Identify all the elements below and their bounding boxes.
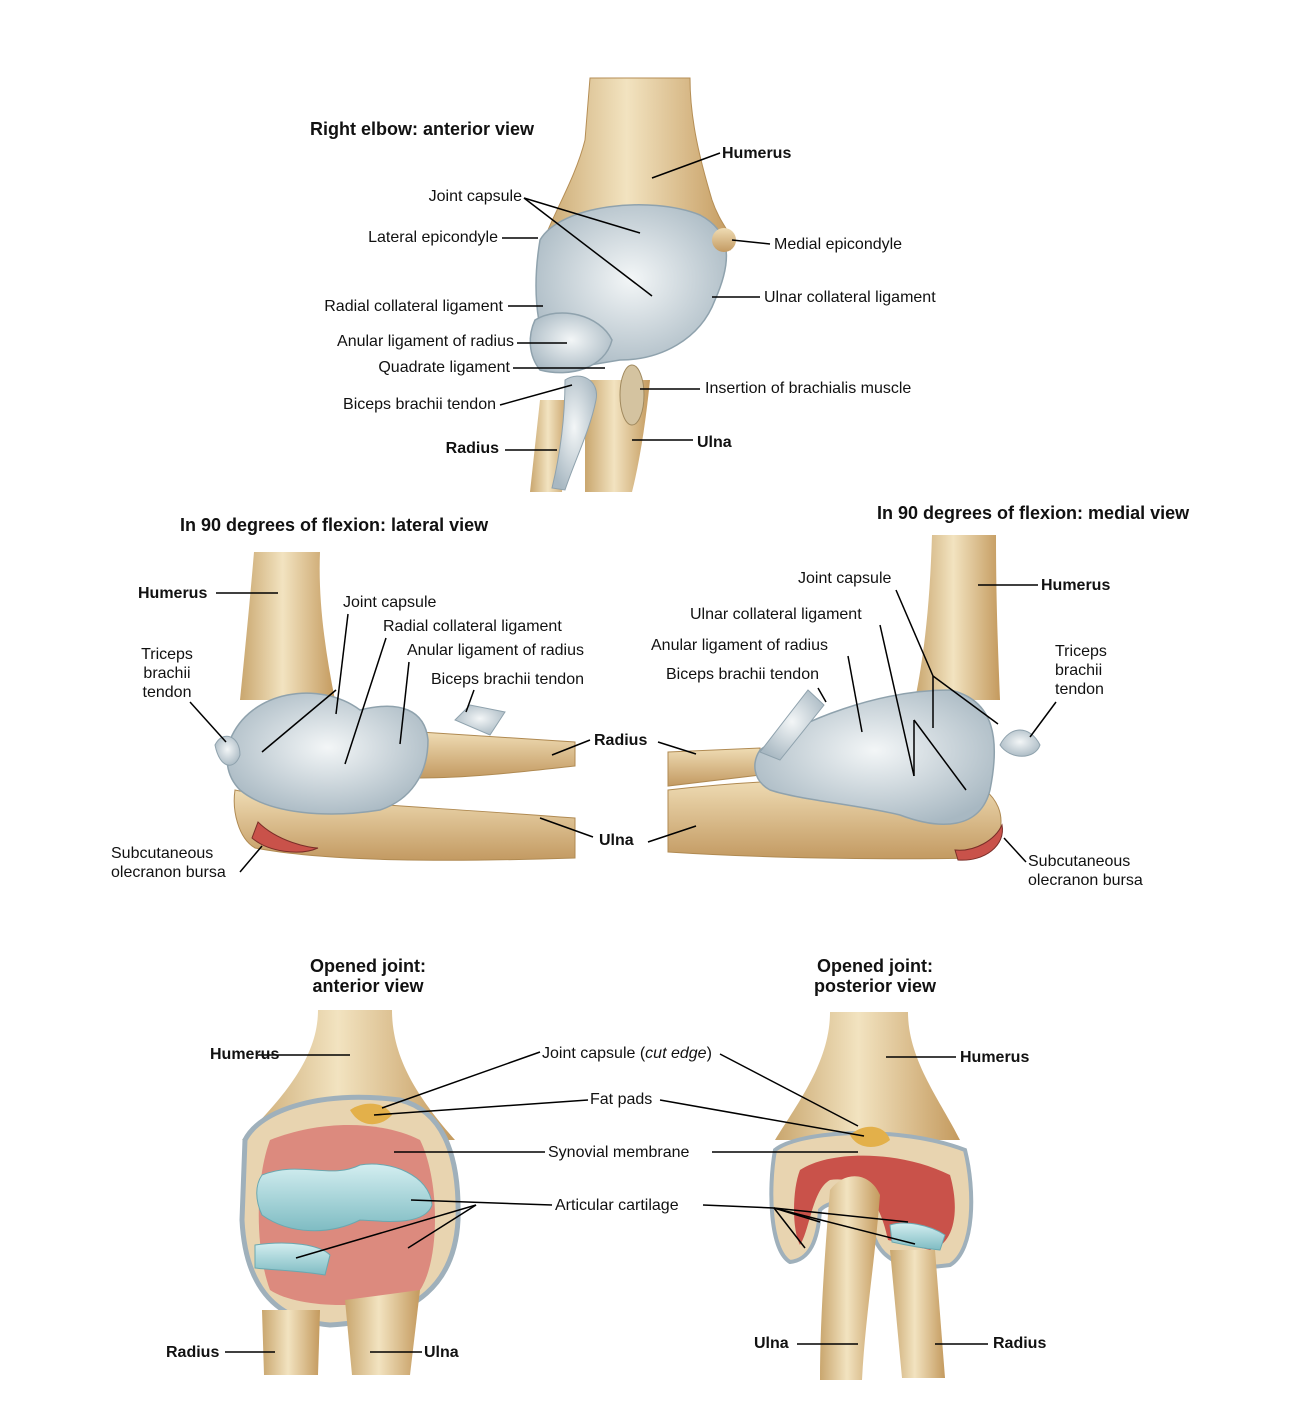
joint-capsule-cut-italic: cut edge (645, 1045, 707, 1062)
lateral-view-illustration (214, 552, 576, 861)
label-radius-opened-anterior: Radius (166, 1344, 220, 1361)
label-radius-middle: Radius (594, 732, 648, 749)
label-radius-top: Radius (445, 440, 499, 457)
radius-shaft-lateral (419, 731, 576, 779)
joint-capsule-cut-suffix: ) (706, 1045, 712, 1062)
label-radius-opened-posterior: Radius (993, 1335, 1047, 1352)
label-radial-collateral-lateral: Radial collateral ligament (383, 618, 562, 635)
lateral-view-title: In 90 degrees of flexion: lateral view (180, 515, 489, 535)
joint-capsule-cut-prefix: Joint capsule ( (542, 1045, 646, 1062)
opened-posterior-title-2: posterior view (813, 976, 937, 996)
fat-pad-opened-anterior (350, 1103, 392, 1125)
label-triceps-medial-3: tendon (1055, 681, 1104, 698)
label-triceps-lateral-1: Triceps (141, 646, 193, 663)
label-ulnar-collateral-medial: Ulnar collateral ligament (690, 606, 862, 623)
label-bursa-lateral-2: olecranon bursa (111, 864, 226, 881)
label-biceps-lateral: Biceps brachii tendon (431, 671, 584, 688)
label-quadrate: Quadrate ligament (378, 359, 510, 376)
humerus-shaft-lateral (240, 552, 335, 700)
ulna-opened-anterior (345, 1290, 420, 1375)
label-lateral-epicondyle: Lateral epicondyle (368, 229, 498, 246)
radius-shaft-medial (667, 747, 761, 787)
label-humerus-opened-anterior: Humerus (210, 1046, 280, 1063)
lateral-view-leaders (189, 592, 594, 873)
ligament-mass-medial (754, 689, 996, 825)
opened-posterior-illustration (769, 1012, 974, 1380)
label-joint-capsule-medial: Joint capsule (798, 570, 892, 587)
radius-opened-posterior (890, 1250, 945, 1378)
anular-ligament-shape (529, 312, 613, 374)
triceps-tendon-medial (999, 729, 1041, 757)
label-ulna-middle: Ulna (599, 832, 634, 849)
opened-anterior-illustration (239, 1010, 461, 1375)
medial-view-title: In 90 degrees of flexion: medial view (877, 503, 1190, 523)
label-biceps-top: Biceps brachii tendon (343, 396, 496, 413)
olecranon-bursa-lateral (251, 821, 319, 853)
label-anular-top: Anular ligament of radius (337, 333, 514, 350)
anterior-view-title: Right elbow: anterior view (310, 119, 535, 139)
ligament-mass-lateral (226, 692, 429, 815)
label-fat-pads: Fat pads (590, 1091, 653, 1108)
label-triceps-medial-1: Triceps (1055, 643, 1107, 660)
brachialis-insertion-shape (619, 364, 645, 426)
opened-anterior-title-2: anterior view (312, 976, 424, 996)
ulna-opened-posterior (820, 1176, 880, 1380)
label-ulna-opened-posterior: Ulna (754, 1335, 789, 1352)
medial-epicondyle-shape (712, 228, 736, 252)
label-humerus-top: Humerus (722, 145, 792, 162)
humerus-opened-posterior (775, 1012, 960, 1140)
humerus-shaft-medial (915, 535, 1000, 700)
label-triceps-medial-2: brachii (1055, 662, 1103, 679)
label-ulnar-collateral-top: Ulnar collateral ligament (764, 289, 936, 306)
label-biceps-medial: Biceps brachii tendon (666, 666, 819, 683)
label-triceps-lateral-2: brachii (143, 665, 191, 682)
label-ulna-top: Ulna (697, 434, 732, 451)
label-ulna-opened-anterior: Ulna (424, 1344, 459, 1361)
opened-posterior-leaders (659, 1053, 988, 1345)
label-medial-epicondyle: Medial epicondyle (774, 236, 903, 253)
label-triceps-lateral-3: tendon (142, 684, 192, 701)
medial-view-leaders (647, 584, 1057, 863)
biceps-tendon-medial (759, 689, 825, 761)
label-humerus-lateral: Humerus (138, 585, 208, 602)
anterior-view-leaders (499, 152, 771, 451)
label-bursa-medial-1: Subcutaneous (1028, 853, 1131, 870)
label-bursa-medial-2: olecranon bursa (1028, 872, 1143, 889)
fat-pad-opened-posterior (850, 1126, 890, 1147)
label-humerus-medial: Humerus (1041, 577, 1111, 594)
label-articular-cartilage: Articular cartilage (555, 1197, 679, 1214)
label-anular-lateral: Anular ligament of radius (407, 642, 584, 659)
opened-anterior-leaders (225, 1051, 589, 1353)
opened-anterior-title-1: Opened joint: (310, 956, 426, 976)
medial-view-illustration (667, 535, 1041, 861)
label-radial-collateral-top: Radial collateral ligament (324, 298, 503, 315)
radius-opened-anterior (262, 1310, 320, 1375)
opened-posterior-title-1: Opened joint: (817, 956, 933, 976)
triceps-tendon-lateral (214, 735, 241, 766)
olecranon-bursa-medial (954, 823, 1003, 861)
label-humerus-opened-posterior: Humerus (960, 1049, 1030, 1066)
cartilage-humerus-anterior (256, 1163, 433, 1232)
cartilage-radius-anterior (254, 1242, 331, 1276)
label-synovial-membrane: Synovial membrane (548, 1144, 690, 1161)
cartilage-opened-posterior (889, 1222, 946, 1251)
label-joint-capsule-cut-edge: Joint capsule (cut edge) (542, 1045, 712, 1063)
anterior-view-illustration (529, 77, 736, 492)
label-joint-capsule-lateral: Joint capsule (343, 594, 437, 611)
biceps-tendon-lateral (454, 704, 506, 736)
label-anular-medial: Anular ligament of radius (651, 637, 828, 654)
label-brachialis-insertion: Insertion of brachialis muscle (705, 380, 912, 397)
label-joint-capsule-top: Joint capsule (428, 188, 522, 205)
label-bursa-lateral-1: Subcutaneous (111, 845, 214, 862)
biceps-tendon-shape (551, 375, 597, 491)
